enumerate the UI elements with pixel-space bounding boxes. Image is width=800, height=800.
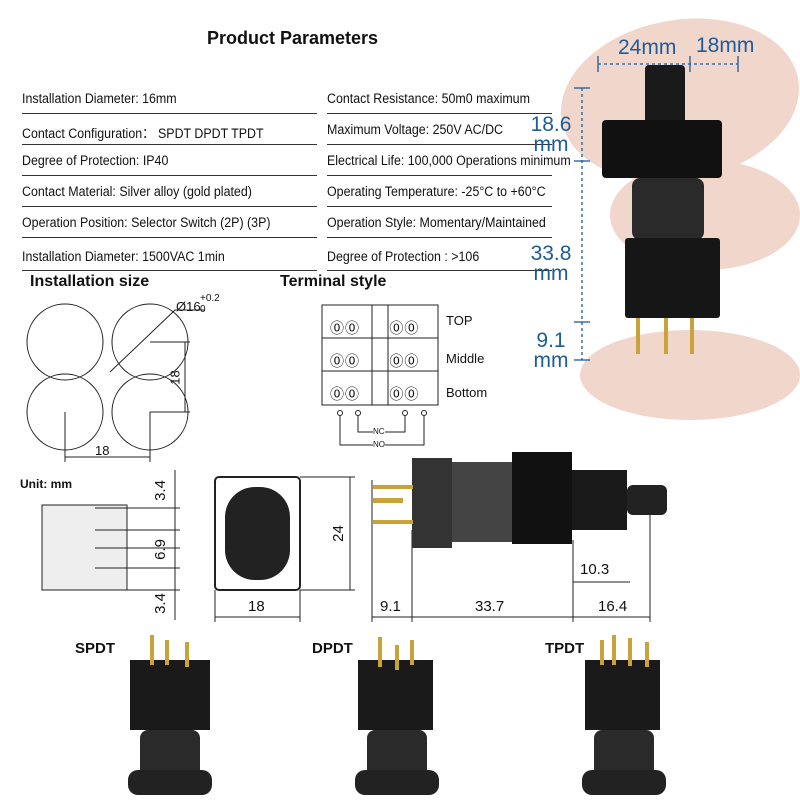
terminal-style-title: Terminal style — [280, 273, 387, 290]
variant-spdt: SPDT — [75, 640, 116, 657]
installation-size-title: Installation size — [30, 273, 150, 290]
front-width: 18 — [248, 598, 265, 615]
no-label: NO — [373, 440, 385, 449]
param-right: Maximum Voltage: 250V AC/DC — [327, 122, 504, 137]
param-right: Operating Temperature: -25°C to +60°C — [327, 184, 546, 199]
param-left: Contact Configuration： SPDT DPDT TPDT — [22, 126, 264, 141]
param-left: Installation Diameter: 1500VAC 1min — [22, 249, 225, 264]
page-title: Product Parameters — [207, 28, 379, 48]
spacing-vertical: 18 — [167, 370, 183, 385]
param-right: Electrical Life: 100,000 Operations mini… — [327, 153, 571, 168]
param-left: Operation Position: Selector Switch (2P)… — [22, 215, 271, 230]
param-right: Operation Style: Momentary/Maintained — [327, 215, 546, 230]
side-dim: 10.3 — [580, 561, 610, 578]
terminal-row-bottom: Bottom — [446, 385, 488, 400]
terminal-row-top: TOP — [446, 313, 473, 328]
terminal-row-middle: Middle — [446, 351, 485, 366]
back-dim: 6.9 — [151, 539, 169, 560]
unit-label: Unit: mm — [20, 477, 72, 491]
nc-label: NC — [373, 427, 385, 436]
param-right: Degree of Protection : >106 — [327, 249, 480, 264]
side-dim: 16.4 — [598, 598, 628, 615]
diameter-label: Ø16 — [176, 299, 201, 314]
dim-width: 24mm — [618, 36, 677, 59]
dim-depth: 18mm — [696, 34, 755, 57]
param-left: Degree of Protection: IP40 — [22, 153, 169, 168]
side-dim: 33.7 — [475, 598, 505, 615]
param-right: Contact Resistance: 50m0 maximum — [327, 91, 530, 106]
variant-tpdt: TPDT — [545, 640, 585, 657]
back-dim: 3.4 — [151, 593, 169, 614]
spacing-horizontal: 18 — [95, 443, 110, 458]
back-dim: 3.4 — [151, 480, 169, 501]
param-left: Contact Material: Silver alloy (gold pla… — [22, 184, 252, 199]
variant-dpdt: DPDT — [312, 640, 353, 657]
param-left: Installation Diameter: 16mm — [22, 91, 177, 106]
side-dim: 9.1 — [380, 598, 401, 615]
variant-photos — [128, 635, 666, 795]
front-height: 24 — [329, 525, 347, 542]
